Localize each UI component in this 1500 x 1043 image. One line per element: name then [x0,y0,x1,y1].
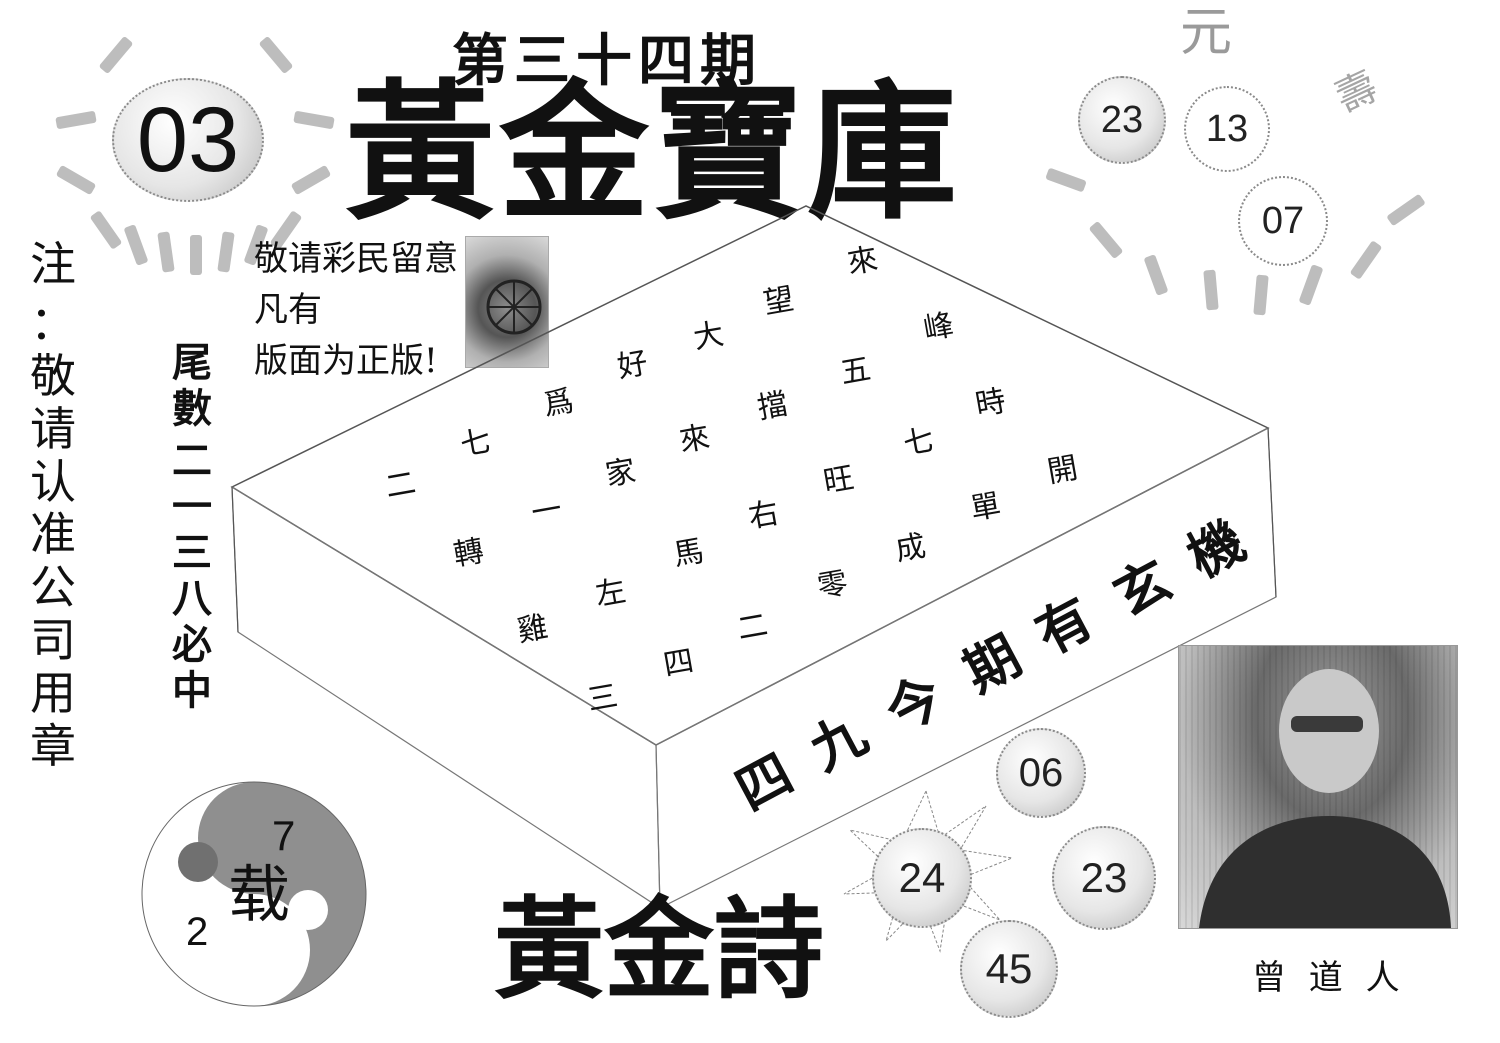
main-title: 黃金寶庫 [345,65,962,241]
number-ball: 07 [1238,176,1328,266]
tail-number-column: 尾 數 二 一 三 八 必 中 [172,339,212,714]
issue-label: 第三十四期 [452,28,762,94]
person-icon [1199,669,1451,928]
note-column: 注 ： 敬 请 认 准 公 司 用 章 [30,237,76,774]
wheel-icon [486,279,542,335]
number-ball: 06 [996,728,1086,818]
number-ball: 45 [960,920,1058,1018]
yinyang-symbol: 载 7 2 [138,778,370,1010]
number-ball: 24 [872,828,972,928]
number-ball: 23 [1078,76,1166,164]
yinyang-num-top: 7 [272,812,296,859]
yinyang-num-bottom: 2 [186,910,209,954]
company-stamp-image [465,236,549,368]
portrait-photo [1178,645,1458,929]
number-ball: 23 [1052,826,1156,930]
number-ball: 13 [1184,86,1270,172]
number-ball-issue: 03 [112,78,264,202]
corner-fragment-top: 元 [1180,3,1233,63]
sunburst-left [40,10,340,275]
yinyang-icon [141,781,367,1007]
note-label: 注 [30,237,76,291]
portrait-caption: 曾 道 人 [1252,958,1406,998]
note-colon: ： [30,295,76,350]
sub-title: 黃金詩 [494,885,824,1014]
notice-text: 敬请彩民留意 凡有 版面为正版! [254,239,458,381]
yinyang-char: 载 [228,858,291,931]
